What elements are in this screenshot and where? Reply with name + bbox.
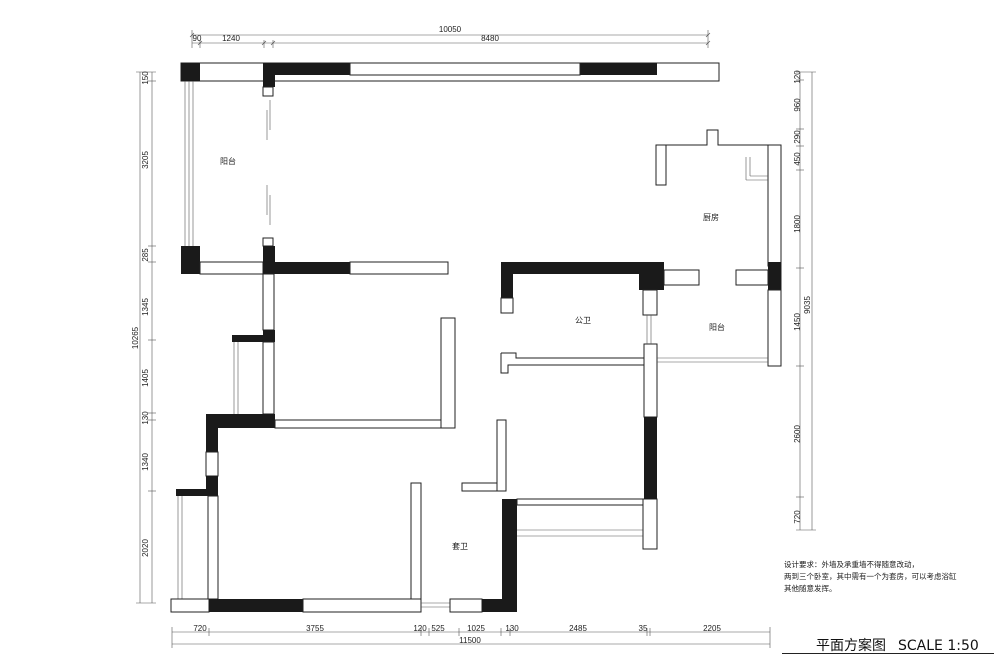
- dim-right-8: 720: [793, 510, 802, 524]
- note-line-2: 两到三个卧室，其中需有一个为套房，可以考虑浴缸: [784, 572, 957, 581]
- design-notes: 设计要求：外墙及承重墙不得随意改动， 两到三个卧室，其中需有一个为套房，可以考虑…: [784, 559, 994, 595]
- dim-bottom-1: 720: [193, 624, 207, 633]
- dim-right-total: 9035: [803, 296, 812, 314]
- note-line-3: 其他随意发挥。: [784, 584, 837, 593]
- dim-bottom-7: 2485: [569, 624, 587, 633]
- dim-bottom-3: 120: [413, 624, 427, 633]
- dim-left-6: 130: [141, 411, 150, 425]
- drawing-title: 平面方案图 SCALE 1:50: [816, 635, 991, 655]
- dim-bottom-8: 35: [639, 624, 648, 633]
- left-dimensions: 3205 150 285 1345 1405 130 1340 2020 102…: [131, 71, 156, 604]
- dim-right-3: 290: [793, 130, 802, 144]
- dim-left-2: 3205: [141, 151, 150, 169]
- dim-right-5: 1800: [793, 215, 802, 233]
- room-label-balcony-right: 阳台: [709, 322, 725, 332]
- dim-left-1: 150: [141, 71, 150, 85]
- room-labels: 阳台 厨房 公卫 阳台 套卫: [220, 156, 725, 551]
- dim-bottom-4: 525: [431, 624, 445, 633]
- dim-left-4: 1345: [141, 298, 150, 316]
- dim-right-6: 1450: [793, 313, 802, 331]
- dim-bottom-9: 2205: [703, 624, 721, 633]
- room-label-balcony-top: 阳台: [220, 156, 236, 166]
- room-label-public-bath: 公卫: [575, 316, 591, 325]
- title-name: 平面方案图: [816, 638, 886, 654]
- note-line-1: 设计要求：外墙及承重墙不得随意改动，: [784, 560, 919, 569]
- dim-top-2: 1240: [222, 34, 240, 43]
- dim-bottom-2: 3755: [306, 624, 324, 633]
- room-label-ensuite: 套卫: [452, 541, 468, 551]
- bottom-dimensions: 720 3755 120 525 1025 130 2485 35 2205 1…: [171, 624, 771, 648]
- title-underline: [782, 653, 994, 654]
- walls: [170, 62, 782, 613]
- dim-top-total: 10050: [439, 25, 462, 34]
- dim-right-4: 450: [793, 152, 802, 166]
- dim-bottom-total: 11500: [459, 636, 481, 645]
- dim-left-8: 2020: [141, 539, 150, 557]
- dim-right-2: 960: [793, 98, 802, 112]
- dim-top-1: 90: [193, 34, 202, 43]
- dim-top-3: 8480: [481, 34, 499, 43]
- title-scale: SCALE 1:50: [898, 638, 979, 654]
- dim-right-7: 2600: [793, 425, 802, 443]
- dim-left-7: 1340: [141, 453, 150, 471]
- dim-left-3: 285: [141, 248, 150, 262]
- dim-bottom-6: 130: [505, 624, 519, 633]
- dim-bottom-5: 1025: [467, 624, 485, 633]
- dim-right-1: 120: [793, 70, 802, 84]
- dim-left-5: 1405: [141, 369, 150, 387]
- top-dimensions: 10050 90 1240 8480: [189, 25, 711, 48]
- dim-left-total: 10265: [131, 326, 140, 349]
- right-dimensions: 120 960 290 450 1800 1450 2600 720 9035: [793, 70, 816, 531]
- room-label-kitchen: 厨房: [703, 212, 719, 222]
